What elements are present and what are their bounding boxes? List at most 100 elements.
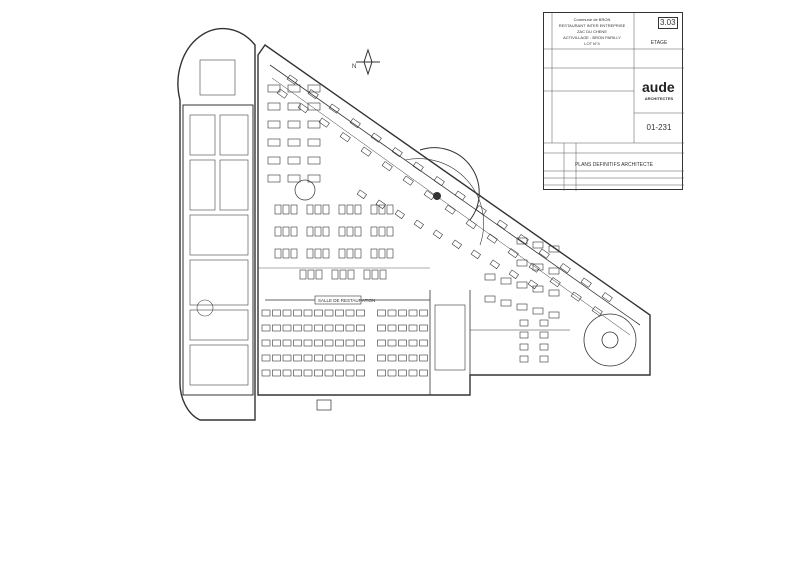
table: [500, 299, 512, 307]
table: [539, 343, 549, 351]
table: [516, 237, 528, 245]
table: [419, 309, 428, 317]
table: [324, 324, 334, 332]
spiral-staircase: [583, 313, 637, 367]
table: [303, 339, 313, 347]
table: [282, 324, 292, 332]
table: [419, 339, 428, 347]
table: [356, 354, 365, 362]
table: [272, 309, 281, 317]
inner-diagonal-wall-2: [271, 77, 631, 336]
main-hall-outline: [257, 44, 651, 396]
table: [356, 369, 365, 377]
table: [387, 339, 397, 347]
table: [267, 174, 281, 183]
table: [398, 309, 407, 317]
table: [307, 174, 321, 183]
table: [261, 339, 271, 347]
table: [394, 209, 405, 220]
table: [408, 354, 418, 362]
table: [267, 102, 281, 111]
table: [484, 295, 496, 303]
table: [324, 354, 334, 362]
table: [532, 307, 544, 315]
table: [306, 248, 314, 259]
table: [293, 309, 302, 317]
table: [272, 354, 281, 362]
table: [322, 204, 330, 215]
table: [267, 120, 281, 129]
table: [261, 309, 271, 317]
table: [307, 156, 321, 165]
table: [559, 263, 571, 274]
table: [354, 248, 362, 259]
table: [274, 248, 282, 259]
table: [548, 245, 560, 253]
table: [532, 263, 544, 271]
table: [346, 204, 354, 215]
table: [290, 248, 298, 259]
table: [370, 248, 378, 259]
table: [486, 233, 498, 244]
table: [328, 103, 340, 114]
table: [345, 354, 355, 362]
table: [307, 138, 321, 147]
table: [293, 369, 302, 377]
north-label: N: [352, 64, 356, 70]
table: [261, 354, 271, 362]
table: [378, 226, 386, 237]
table: [379, 269, 387, 280]
table: [345, 324, 355, 332]
table: [539, 319, 549, 327]
table: [413, 219, 424, 230]
table: [356, 189, 367, 200]
table: [307, 102, 321, 111]
title-block-grid: [544, 13, 684, 191]
table: [338, 248, 346, 259]
table: [375, 199, 386, 210]
table: [538, 248, 550, 259]
table: [412, 161, 424, 172]
table: [496, 219, 508, 230]
service-block: [182, 104, 254, 396]
table: [470, 249, 481, 260]
table: [528, 262, 540, 273]
table: [314, 248, 322, 259]
table: [370, 132, 382, 143]
table: [303, 309, 313, 317]
table: [267, 156, 281, 165]
table: [548, 311, 560, 319]
table: [335, 309, 344, 317]
table: [398, 354, 407, 362]
table: [451, 239, 462, 250]
table: [381, 161, 393, 172]
table: [282, 226, 290, 237]
firm-subtitle: ARCHITECTES: [644, 96, 674, 101]
table: [387, 324, 397, 332]
table: [297, 103, 309, 114]
table: [387, 354, 397, 362]
table: [282, 248, 290, 259]
table: [314, 339, 323, 347]
table: [338, 204, 346, 215]
table: [347, 269, 355, 280]
table: [307, 89, 319, 100]
table: [287, 120, 301, 129]
table: [386, 248, 394, 259]
table: [293, 324, 302, 332]
table: [335, 324, 344, 332]
table: [335, 354, 344, 362]
table: [454, 190, 466, 201]
table: [516, 259, 528, 267]
table: [299, 269, 307, 280]
project-line: RESTAURANT INTER ENTREPRISE: [558, 23, 626, 28]
table: [419, 369, 428, 377]
table: [339, 269, 347, 280]
table: [314, 324, 323, 332]
table: [507, 248, 519, 259]
table: [315, 269, 323, 280]
table: [293, 354, 302, 362]
table: [287, 156, 301, 165]
table: [370, 226, 378, 237]
table: [345, 309, 355, 317]
